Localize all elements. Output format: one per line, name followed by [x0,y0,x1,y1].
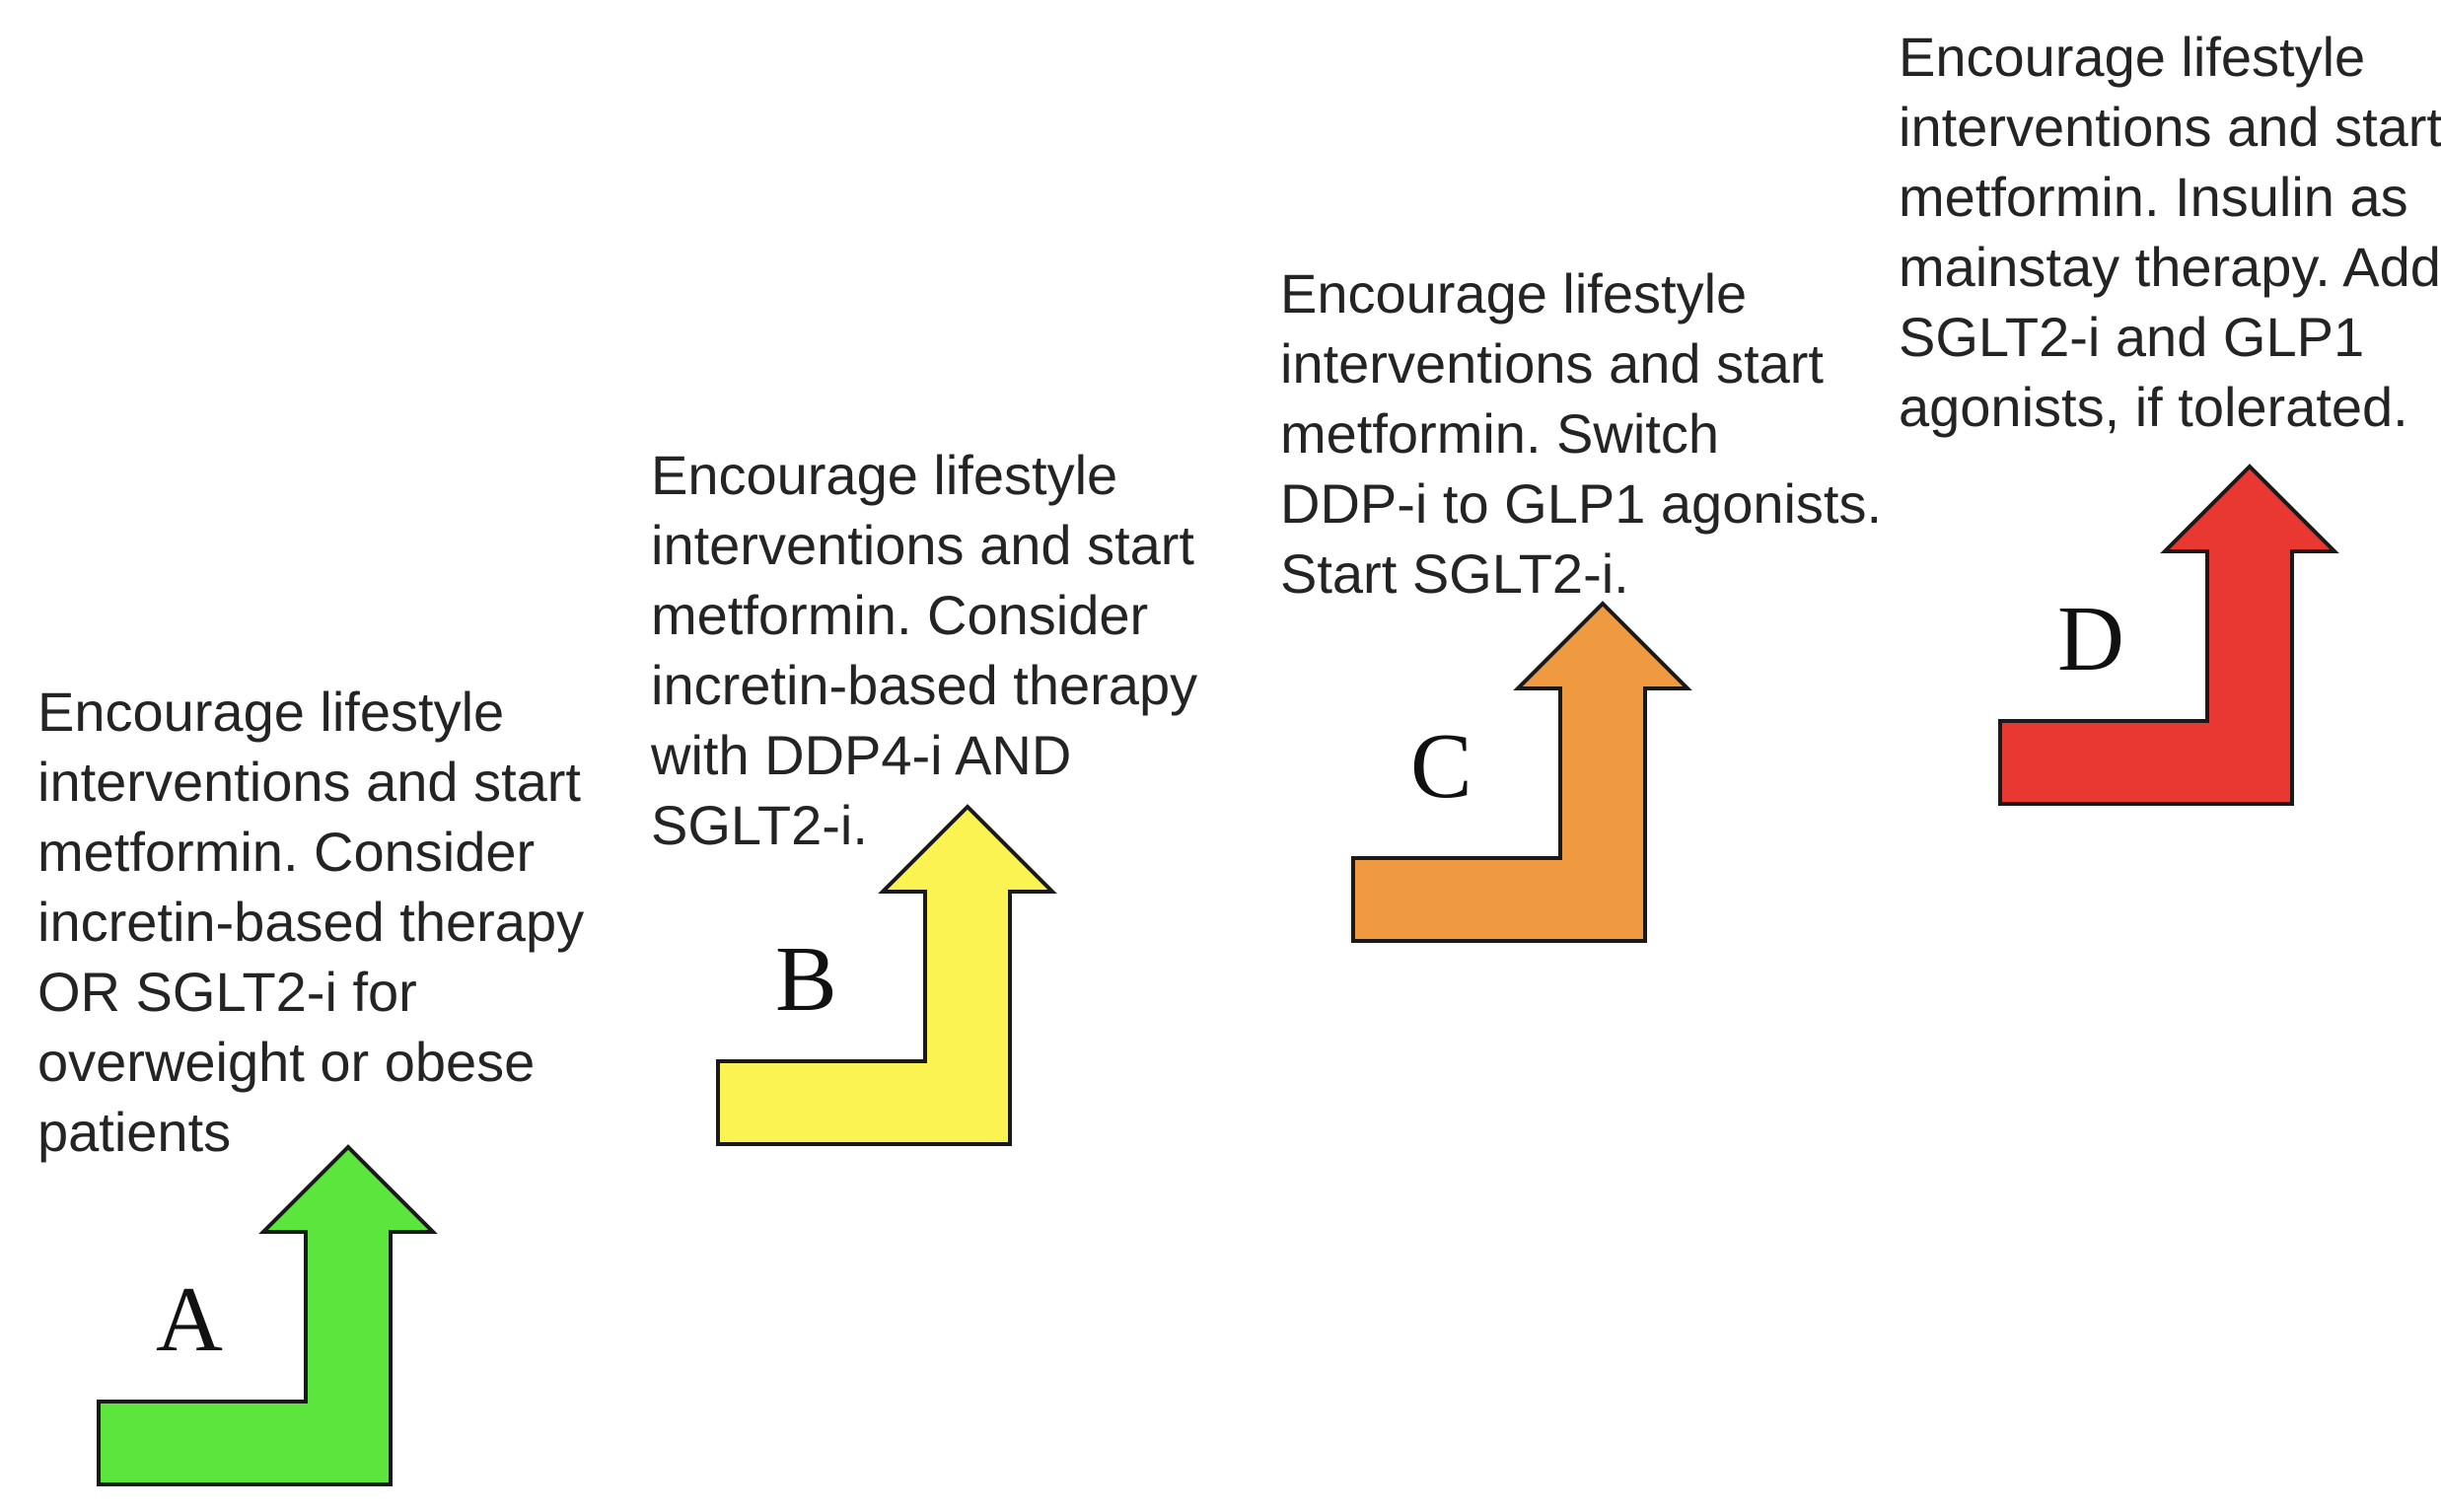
step-a-arrow: A [97,1144,438,1486]
bent-up-arrow-shape [716,804,1057,1146]
bent-up-arrow-shape [1998,464,2339,806]
step-b-arrow: B [716,804,1057,1146]
step-d-arrow: D [1998,464,2339,806]
bent-up-arrow-icon [97,1144,438,1486]
step-b-label: B [775,928,837,1031]
bent-up-arrow-shape [1351,601,1692,943]
step-c-description: Encourage lifestyle interventions and st… [1280,262,1883,605]
step-c-arrow: C [1351,601,1692,943]
step-d-description: Encourage lifestyle interventions and st… [1899,26,2441,438]
bent-up-arrow-icon [1998,464,2339,806]
step-a-label: A [156,1268,223,1371]
step-c-label: C [1410,715,1472,818]
step-d-label: D [2057,588,2124,690]
bent-up-arrow-icon [716,804,1057,1146]
step-a-description: Encourage lifestyle interventions and st… [37,681,585,1163]
bent-up-arrow-icon [1351,601,1692,943]
step-b-description: Encourage lifestyle interventions and st… [651,444,1198,856]
bent-up-arrow-shape [97,1144,438,1486]
